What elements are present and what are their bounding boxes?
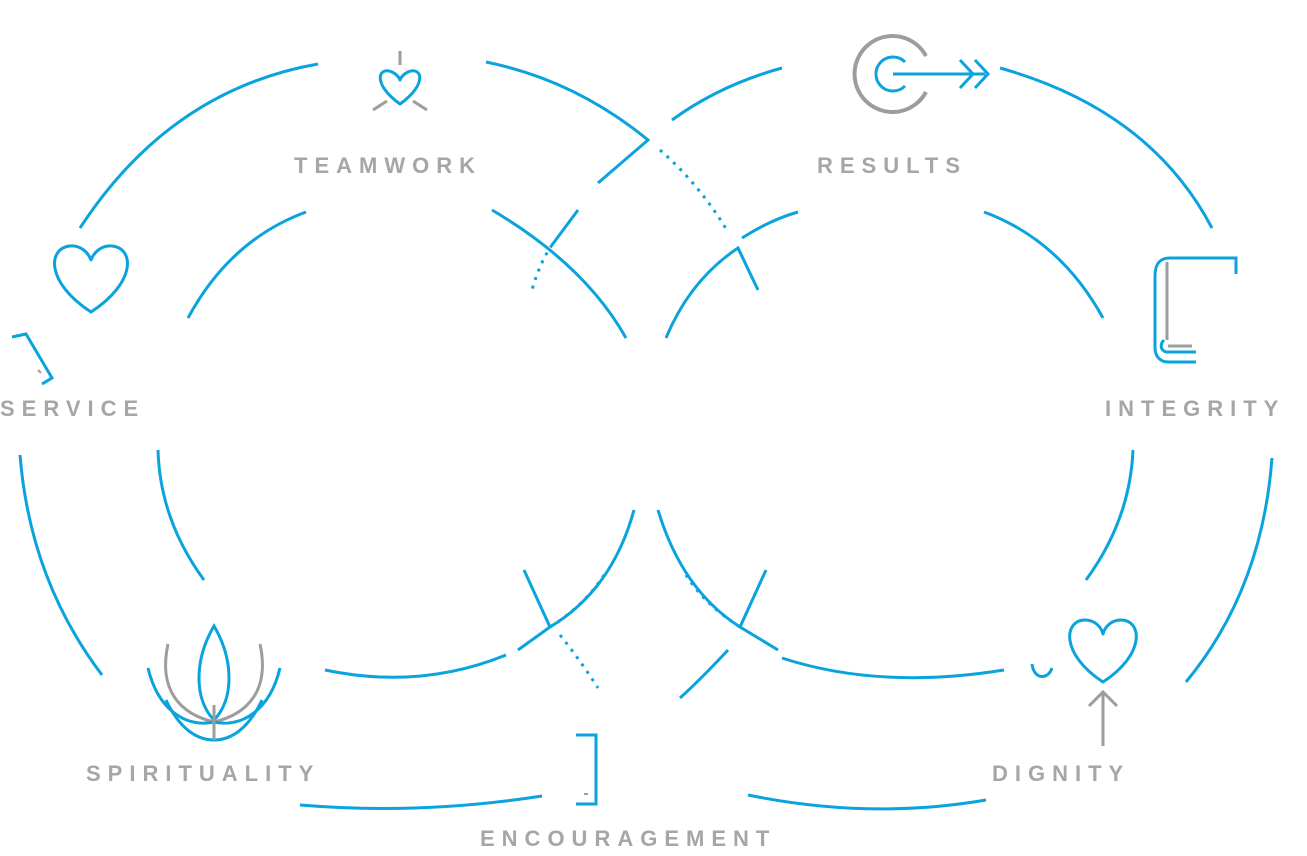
left-outer-arc	[18, 454, 104, 676]
left-inner-arc	[156, 449, 206, 581]
crossing-dotted	[659, 148, 730, 233]
right-outer-arc	[999, 66, 1214, 229]
left-outer-arc	[485, 60, 651, 185]
crossing-dotted	[530, 244, 554, 291]
value-label-spirituality: SPIRITUALITY	[86, 761, 321, 786]
right-inner-arc	[664, 245, 760, 339]
right-outer-arc	[1184, 457, 1274, 683]
heart-with-arrow-icon	[1030, 618, 1138, 746]
crossing-dotted	[558, 634, 600, 689]
value-label-service: SERVICE	[0, 396, 146, 421]
target-with-arrow-icon	[852, 34, 991, 114]
crossing-dotted	[684, 574, 741, 629]
right-inner-arc	[741, 210, 799, 240]
scroll-icon	[1153, 256, 1238, 364]
left-inner-arc	[549, 509, 636, 629]
left-inner-arc	[517, 569, 552, 652]
left-inner-arc	[550, 209, 580, 246]
value-label-encouragement: ENCOURAGEMENT	[480, 826, 777, 851]
value-label-dignity: DIGNITY	[992, 761, 1131, 786]
right-inner-arc	[781, 656, 1005, 680]
left-inner-arc	[324, 653, 507, 679]
left-inner-arc	[186, 210, 307, 319]
value-label-results: RESULTS	[817, 153, 968, 178]
right-inner-arc	[656, 509, 768, 630]
value-label-integrity: INTEGRITY	[1105, 396, 1286, 421]
lotus-icon	[146, 623, 282, 742]
value-label-teamwork: TEAMWORK	[294, 153, 482, 178]
heart-icon	[11, 244, 129, 386]
right-outer-arc	[678, 648, 730, 700]
right-inner-arc	[983, 210, 1105, 319]
crossing-dotted	[549, 574, 606, 629]
right-inner-arc	[739, 625, 779, 652]
right-outer-arc	[671, 66, 783, 122]
heart-with-rays-icon	[372, 51, 428, 112]
right-outer-arc	[747, 793, 987, 811]
right-inner-arc	[1084, 449, 1135, 581]
left-outer-arc	[78, 62, 319, 229]
bracket-icon	[576, 733, 598, 806]
left-inner-arc	[491, 208, 628, 339]
left-outer-arc	[299, 794, 543, 810]
